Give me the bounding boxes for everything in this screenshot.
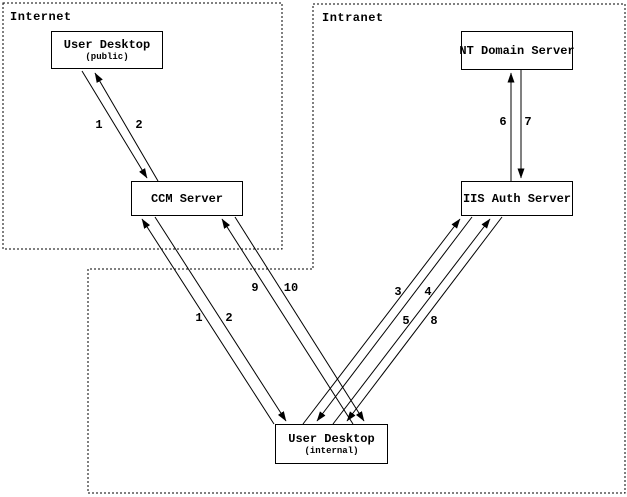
flow-label-step1-public: 1 (95, 118, 103, 132)
node-ccm-server-title: CCM Server (150, 191, 223, 206)
arrow-step8-iis-to-internal-desktop (346, 216, 503, 422)
arrow-step1-internal-desktop-to-ccm (141, 218, 275, 425)
node-user-desktop-public-subtitle: (public) (85, 52, 129, 62)
flow-label-step7: 7 (524, 115, 532, 129)
intranet-zone-label: Intranet (322, 11, 384, 25)
flow-label-step1-internal: 1 (195, 311, 203, 325)
node-iis-auth-server: IIS Auth Server (461, 181, 573, 216)
internet-zone-outline (2, 2, 283, 250)
node-user-desktop-internal: User Desktop (internal) (275, 424, 388, 464)
intranet-zone-outline (87, 3, 626, 494)
node-user-desktop-public: User Desktop (public) (51, 31, 163, 69)
flow-label-step2-public: 2 (135, 118, 143, 132)
arrow-step1-public-desktop-to-ccm (81, 70, 148, 179)
arrow-step10-ccm-to-internal-desktop (234, 216, 365, 422)
arrow-step5-internal-desktop-to-iis (332, 218, 491, 425)
node-user-desktop-public-title: User Desktop (63, 38, 151, 52)
node-user-desktop-internal-subtitle: (internal) (304, 446, 359, 456)
arrow-step2-ccm-to-internal-desktop (154, 216, 287, 422)
node-nt-domain-server: NT Domain Server (459, 31, 575, 70)
internet-zone-label: Internet (10, 10, 72, 24)
arrow-step9-internal-desktop-to-ccm (221, 218, 354, 425)
flow-label-step4: 4 (424, 285, 432, 299)
flow-label-step2-internal: 2 (225, 311, 233, 325)
arrow-step2-ccm-to-public-desktop (94, 72, 159, 182)
arrow-step3-internal-desktop-to-iis (302, 218, 461, 425)
flow-label-step5: 5 (402, 314, 410, 328)
flow-label-step6: 6 (499, 115, 507, 129)
node-nt-domain-server-title: NT Domain Server (459, 43, 575, 58)
arrow-step4-iis-to-internal-desktop (316, 216, 473, 422)
node-iis-auth-server-title: IIS Auth Server (462, 191, 572, 206)
flow-label-step9: 9 (251, 281, 259, 295)
flow-label-step3: 3 (394, 285, 402, 299)
flow-label-step10: 10 (283, 281, 299, 295)
node-user-desktop-internal-title: User Desktop (288, 432, 375, 446)
flow-label-step8: 8 (430, 314, 438, 328)
node-ccm-server: CCM Server (131, 181, 243, 216)
